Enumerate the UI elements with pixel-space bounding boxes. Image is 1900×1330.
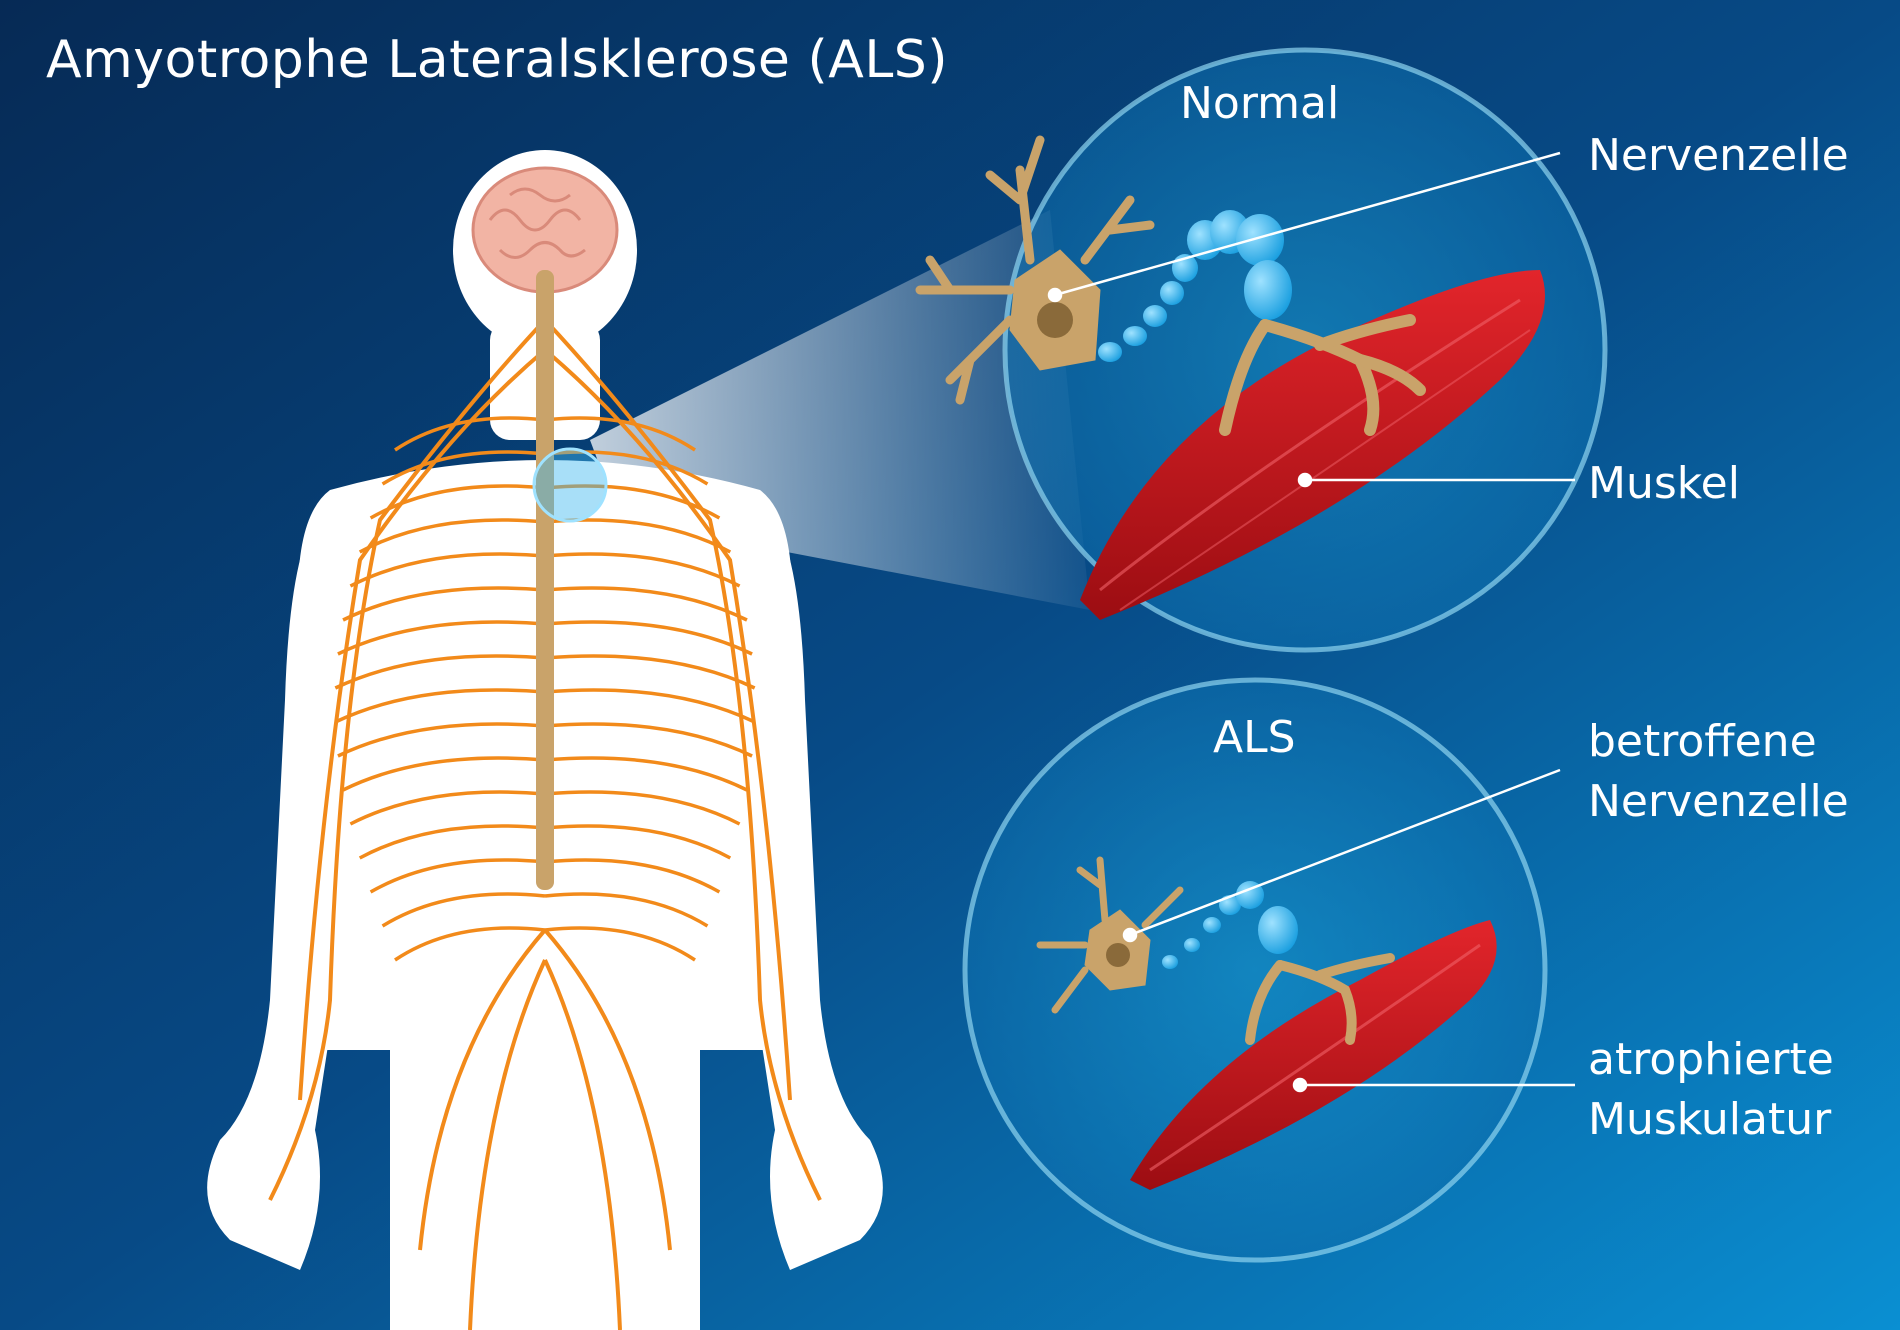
rib-nerve xyxy=(394,926,546,962)
rib-nerve xyxy=(334,654,546,690)
affected-motor-endplate xyxy=(1245,953,1395,1045)
rib-nerve xyxy=(394,416,546,452)
rib-nerves xyxy=(334,416,756,962)
als-panel-heading: ALS xyxy=(1213,712,1296,763)
rib-nerve xyxy=(369,858,546,894)
affected-nerve-label-line2: Nervenzelle xyxy=(1588,776,1849,827)
myelin-bead xyxy=(1160,281,1184,305)
rib-nerve xyxy=(381,450,546,486)
normal-motor-endplate xyxy=(1219,314,1426,436)
rib-nerve xyxy=(544,892,709,928)
normal-muscle-label: Muskel xyxy=(1588,458,1740,509)
myelin-bead xyxy=(1203,917,1221,933)
rib-nerve xyxy=(342,756,546,792)
myelin-bead xyxy=(1162,955,1178,969)
affected-nerve-label-line1: betroffene xyxy=(1588,716,1817,767)
atrophied-muscle-label-line1: atrophierte xyxy=(1588,1034,1834,1085)
rib-nerve xyxy=(544,586,748,622)
rib-nerve xyxy=(544,552,741,588)
rib-nerve xyxy=(544,620,753,656)
rib-nerve xyxy=(349,552,546,588)
rib-nerve xyxy=(544,756,748,792)
rib-nerve xyxy=(381,892,546,928)
diagram-title: Amyotrophe Lateralsklerose (ALS) xyxy=(46,30,949,90)
rib-nerve xyxy=(334,688,546,724)
rib-nerve xyxy=(358,824,546,860)
rib-nerve xyxy=(544,926,696,962)
rib-nerve xyxy=(544,722,753,758)
myelin-bead xyxy=(1258,906,1298,954)
brain-folds xyxy=(488,187,586,259)
als-circle xyxy=(962,677,1548,1263)
rib-nerve xyxy=(337,620,546,656)
rib-nerve xyxy=(544,450,709,486)
rib-nerve xyxy=(544,484,721,520)
rib-nerve xyxy=(337,722,546,758)
rib-nerve xyxy=(544,654,756,690)
rib-nerve xyxy=(342,586,546,622)
atrophied-muscle xyxy=(1130,920,1497,1190)
myelin-bead xyxy=(1236,881,1264,909)
atrophied-muscle-label-line2: Muskulatur xyxy=(1588,1094,1832,1145)
myelin-bead xyxy=(1244,260,1292,320)
peripheral-nerves xyxy=(268,318,822,1330)
rib-nerve xyxy=(544,858,721,894)
rib-nerve xyxy=(544,688,756,724)
normal-nerve-label: Nervenzelle xyxy=(1588,130,1849,181)
rib-nerve xyxy=(544,416,696,452)
normal-panel-heading: Normal xyxy=(1180,78,1340,129)
spine-focus-circle xyxy=(532,447,608,523)
myelin-bead xyxy=(1236,214,1284,266)
affected-myelin-sheath xyxy=(1162,881,1298,969)
spinal-cord xyxy=(536,270,554,890)
myelin-bead xyxy=(1184,938,1200,952)
myelin-bead xyxy=(1098,342,1122,362)
rib-nerve xyxy=(544,824,732,860)
normal-neuron xyxy=(915,135,1155,405)
rib-nerve xyxy=(358,518,546,554)
normal-myelin-sheath xyxy=(1098,210,1292,362)
myelin-bead xyxy=(1143,305,1167,327)
atrophied-muscle-label: atrophierte Muskulatur xyxy=(1588,1030,1834,1150)
rib-nerve xyxy=(544,790,741,826)
leader-lines xyxy=(1047,151,1575,1093)
affected-nerve-label: betroffene Nervenzelle xyxy=(1588,712,1849,832)
rib-nerve xyxy=(369,484,546,520)
myelin-bead xyxy=(1123,326,1147,346)
rib-nerve xyxy=(349,790,546,826)
